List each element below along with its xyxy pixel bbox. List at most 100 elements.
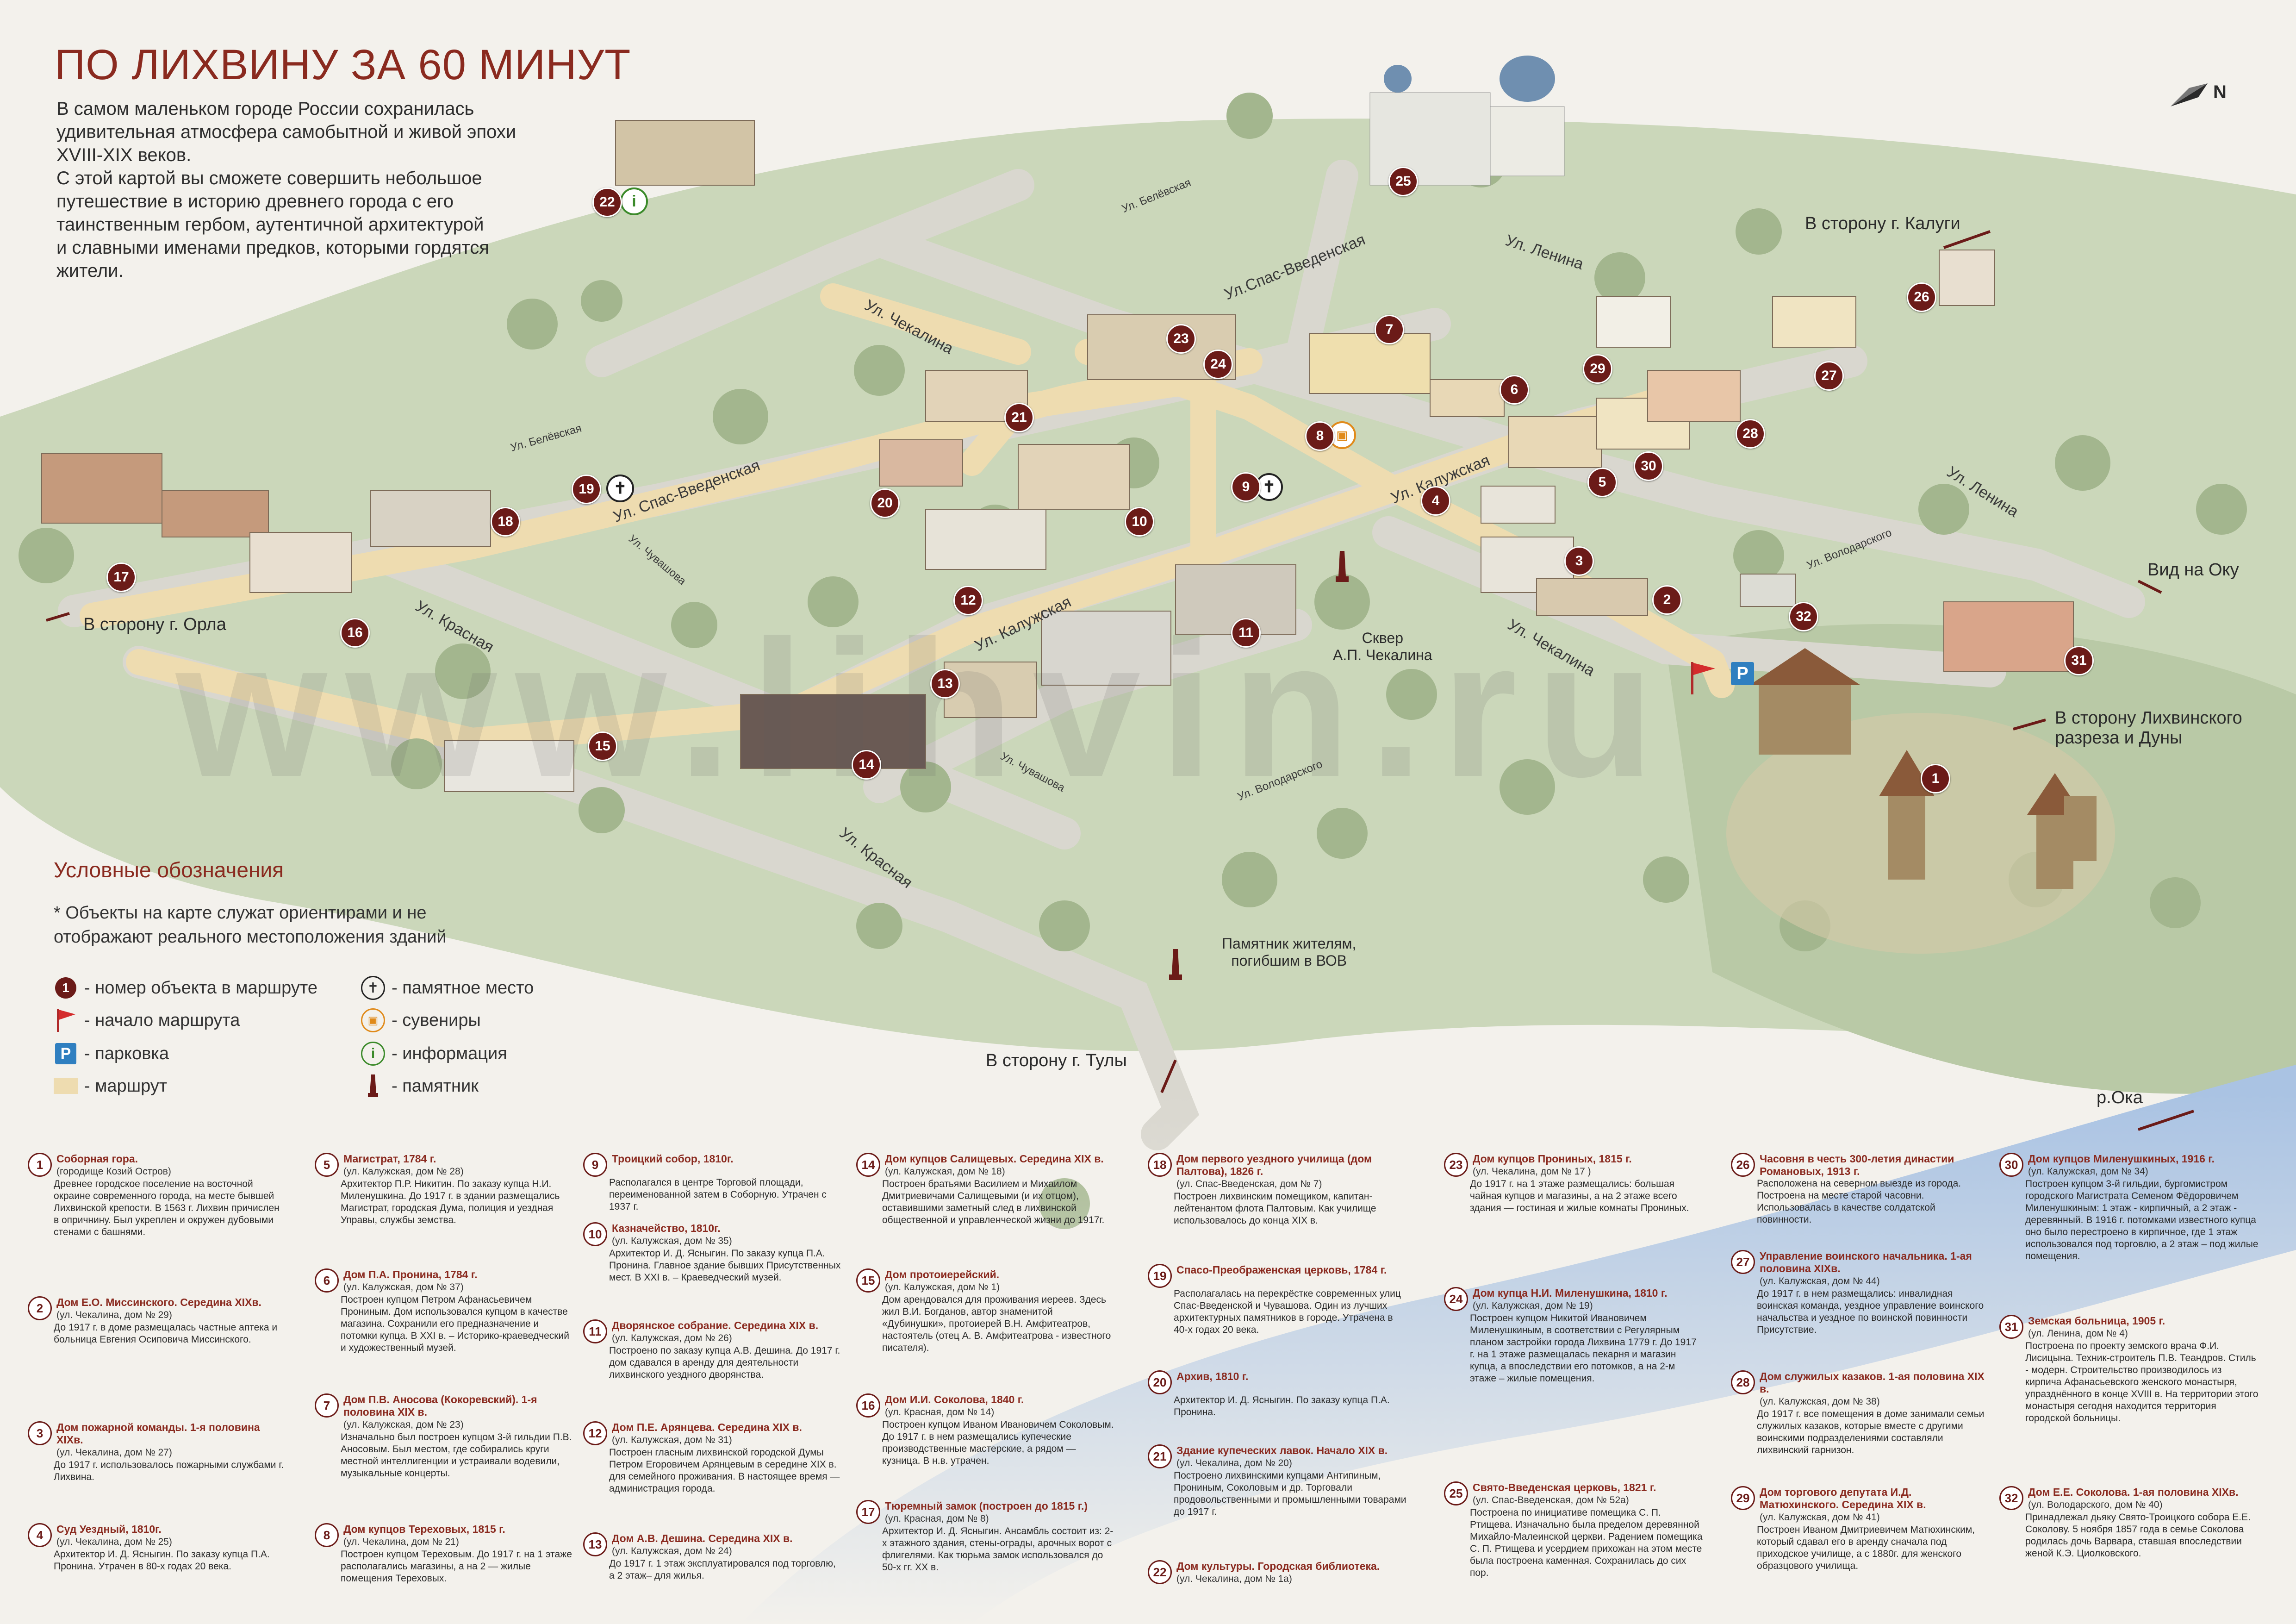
description-address: (ул. Калужская, дом № 37) (343, 1282, 464, 1293)
description-title: Спасо-Преображенская церковь, 1784 г. (1176, 1264, 1387, 1276)
marker-19[interactable]: 19 (572, 475, 601, 504)
marker-24[interactable]: 24 (1203, 350, 1233, 379)
description-number: 24 (1444, 1287, 1468, 1311)
marker-13[interactable]: 13 (930, 669, 960, 699)
flag-icon (54, 1008, 78, 1032)
description-number: 25 (1444, 1481, 1468, 1505)
description-address: (ул. Чекалина, дом № 17 ) (1473, 1166, 1591, 1177)
marker-14[interactable]: 14 (852, 750, 881, 780)
marker-18[interactable]: 18 (491, 507, 520, 537)
description-address: (ул. Чекалина, дом № 1а) (1176, 1574, 1292, 1584)
marker-23[interactable]: 23 (1166, 324, 1196, 354)
description-address: (ул. Чекалина, дом № 20) (1176, 1458, 1292, 1468)
description-body: Дом арендовался для проживания иереев. З… (882, 1294, 1111, 1353)
intro-line: удивительная атмосфера самобытной и живо… (56, 122, 516, 142)
route-swatch-icon (54, 1074, 78, 1098)
description-body: До 1917 г. использовалось пожарными служ… (54, 1460, 284, 1482)
marker-2[interactable]: 2 (1652, 585, 1682, 615)
legend-title: Условные обозначения (54, 858, 284, 882)
description-heading: Дом купцов Миленушкиных, 1916 г.(ул. Кал… (2028, 1153, 2215, 1178)
description-body: До 1917 г. на 1 этаже размещались: больш… (1470, 1179, 1689, 1213)
description-body: Архитектор И. Д. Ясныгин. Ансамбль состо… (882, 1526, 1114, 1573)
description-title: Дом торгового депутата И.Д. Матюхинского… (1760, 1486, 1926, 1511)
description-number: 4 (28, 1523, 52, 1547)
page-title: ПО ЛИХВИНУ ЗА 60 МИНУТ (55, 41, 631, 88)
intro-line: и славными именами предков, которыми гор… (56, 237, 489, 258)
marker-20[interactable]: 20 (870, 488, 900, 518)
description-body: Построен братьями Василием и Михаилом Дм… (882, 1179, 1105, 1225)
description-number: 30 (1999, 1153, 2023, 1177)
marker-9[interactable]: 9 (1231, 472, 1261, 502)
description-body: Архитектор П.Р. Никитин. По заказу купца… (341, 1179, 560, 1225)
legend-item: 1 - номер объекта в маршруте (54, 976, 317, 1000)
marker-3[interactable]: 3 (1564, 546, 1594, 576)
description-number: 6 (315, 1268, 339, 1293)
legend-label: - памятник (392, 1076, 479, 1096)
marker-11[interactable]: 11 (1231, 618, 1261, 648)
description-body: Архитектор И. Д. Ясныгин. По заказу купц… (1174, 1395, 1390, 1418)
marker-12[interactable]: 12 (953, 586, 983, 615)
legend-item: ✝ - памятное место (361, 976, 534, 1000)
monument-icon (361, 1074, 385, 1098)
parking-icon[interactable]: P (1731, 662, 1754, 685)
marker-17[interactable]: 17 (106, 562, 136, 592)
marker-7[interactable]: 7 (1375, 315, 1404, 344)
marker-21[interactable]: 21 (1004, 403, 1034, 432)
marker-28[interactable]: 28 (1736, 419, 1765, 449)
legend-item: - памятник (361, 1074, 479, 1098)
description-title: Дом купцов Салищевых. Середина XIX в. (885, 1153, 1104, 1165)
marker-5[interactable]: 5 (1587, 468, 1617, 497)
description-heading: Дом служилых казаков. 1-ая половина XIX … (1760, 1370, 1990, 1408)
marker-30[interactable]: 30 (1634, 451, 1663, 481)
description-body: Построен купцом Никитой Ивановичем Милен… (1470, 1313, 1697, 1384)
description-heading: Тюремный замок (построен до 1815 г.)(ул.… (885, 1500, 1088, 1525)
description-number: 9 (583, 1153, 607, 1177)
description-number: 22 (1148, 1560, 1172, 1584)
legend-item: i - информация (361, 1042, 507, 1066)
marker-32[interactable]: 32 (1789, 602, 1818, 631)
cross-icon[interactable]: ✝ (606, 475, 634, 502)
marker-16[interactable]: 16 (340, 618, 370, 648)
info-icon[interactable]: i (620, 187, 648, 215)
description-address: (ул. Калужская, дом № 19) (1473, 1300, 1593, 1311)
description-body: Изначально был построен купцом 3-й гильд… (341, 1432, 572, 1479)
description-number: 27 (1731, 1250, 1755, 1274)
marker-29[interactable]: 29 (1583, 354, 1612, 384)
description-number: 14 (856, 1153, 880, 1177)
intro-line: XVIII-XIX веков. (56, 145, 192, 165)
marker-31[interactable]: 31 (2064, 646, 2094, 675)
description-address: (ул. Калужская, дом № 41) (1760, 1512, 1880, 1523)
marker-6[interactable]: 6 (1500, 375, 1529, 405)
description-number: 2 (28, 1296, 52, 1320)
marker-22[interactable]: 22 (592, 187, 622, 217)
marker-4[interactable]: 4 (1421, 486, 1450, 516)
marker-10[interactable]: 10 (1125, 507, 1154, 537)
intro-line: таинственным гербом, аутентичной архитек… (56, 214, 484, 235)
marker-8[interactable]: 8 (1305, 421, 1335, 451)
description-body: До 1917 г. все помещения в доме занимали… (1757, 1409, 1985, 1455)
marker-1[interactable]: 1 (1921, 764, 1950, 793)
description-title: Дом П.В. Аносова (Кокоревский). 1-я поло… (343, 1393, 537, 1418)
description-address: (ул. Калужская, дом № 23) (343, 1419, 464, 1430)
marker-27[interactable]: 27 (1814, 361, 1844, 391)
marker-25[interactable]: 25 (1388, 167, 1418, 196)
description-heading: Дом купца Н.И. Миленушкина, 1810 г.(ул. … (1473, 1287, 1668, 1312)
monument-label: Памятник жителям, погибшим в ВОВ (1222, 935, 1356, 969)
marker-15[interactable]: 15 (588, 731, 617, 761)
marker-26[interactable]: 26 (1907, 282, 1936, 312)
description-heading: Дом пожарной команды. 1-я половина XIXв.… (56, 1421, 287, 1459)
description-body: Древнее городское поселение на восточной… (54, 1179, 280, 1237)
